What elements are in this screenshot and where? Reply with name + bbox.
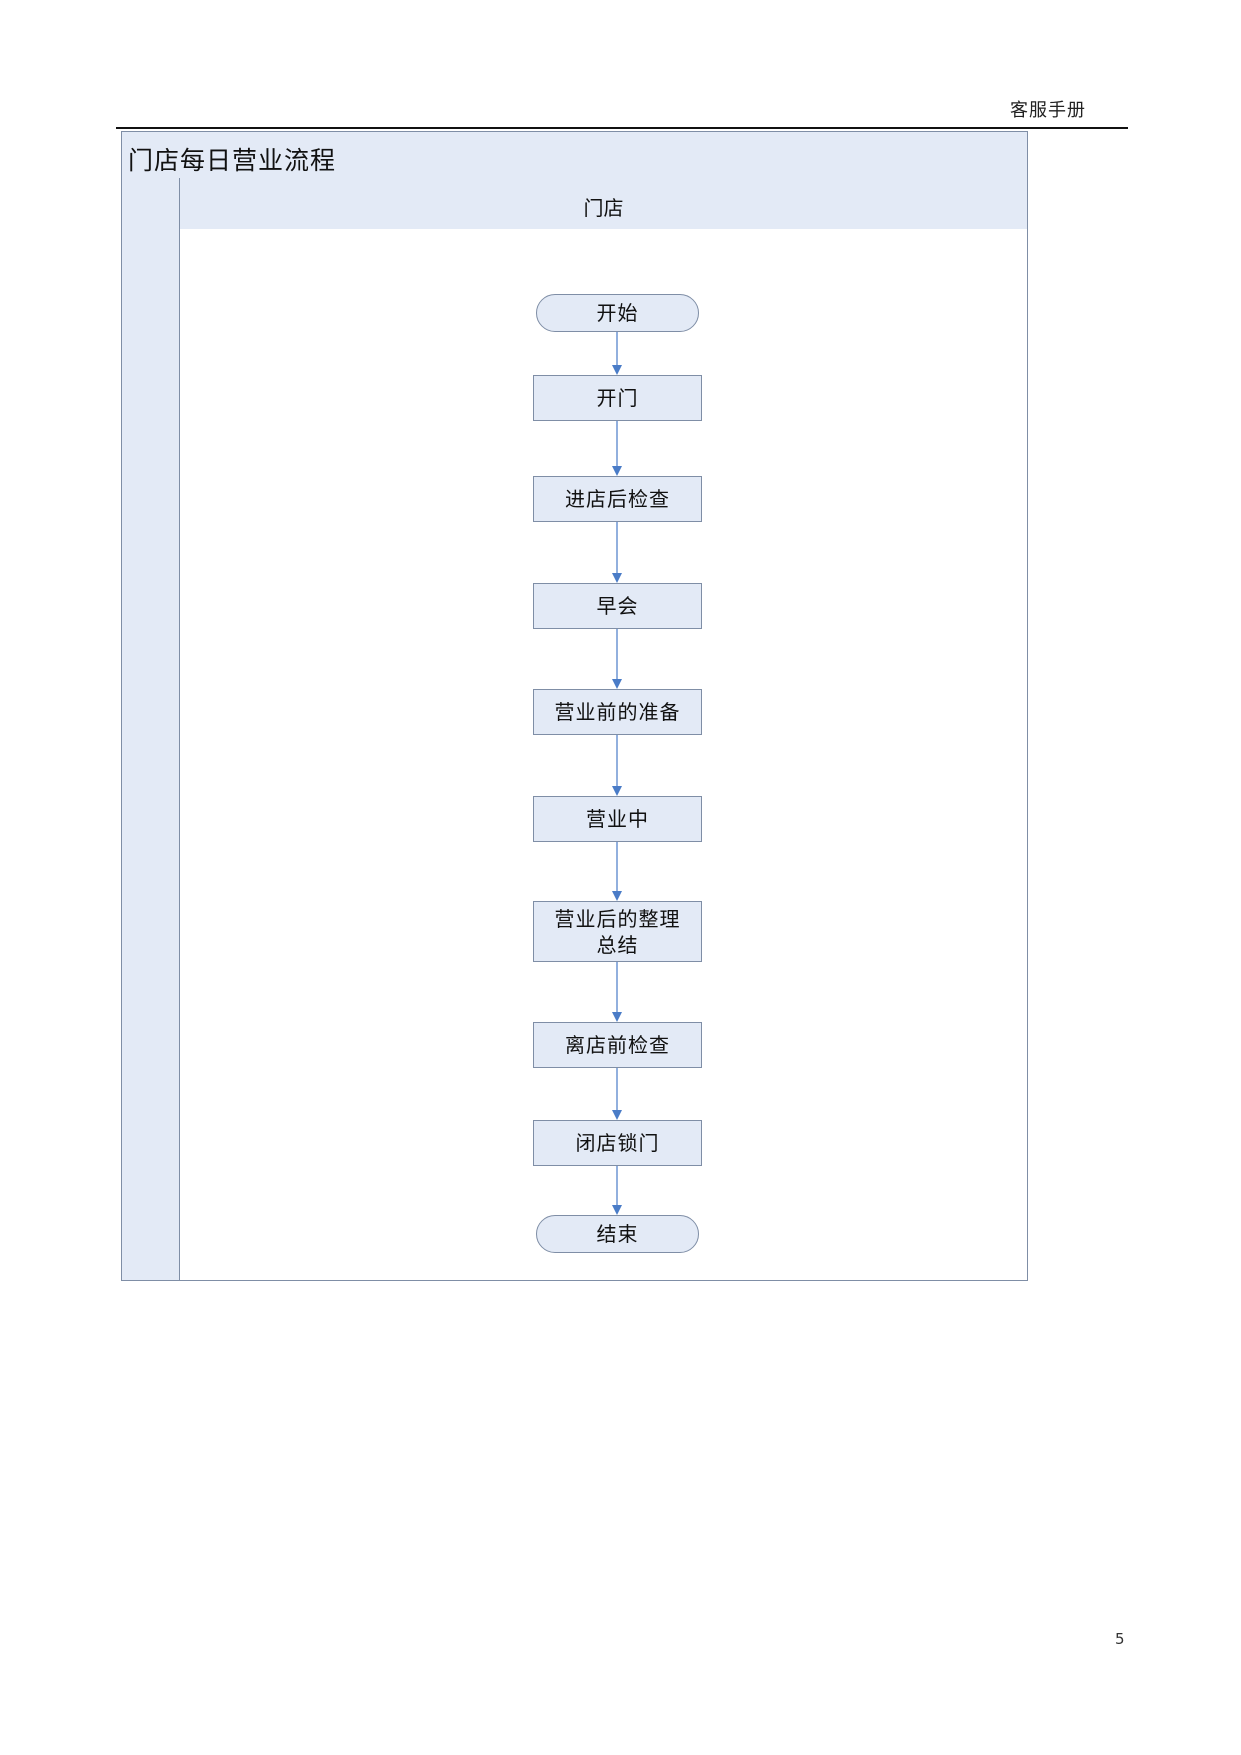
page-header-label: 客服手册 — [1010, 100, 1086, 121]
diagram-title: 门店每日营业流程 — [128, 146, 337, 175]
flow-node-leave-check: 离店前检查 — [533, 1022, 702, 1068]
swimlane-header: 门店 — [179, 178, 1028, 230]
flow-node-in-business: 营业中 — [533, 796, 702, 842]
flow-node-close-lock: 闭店锁门 — [533, 1120, 702, 1166]
flow-node-end: 结束 — [536, 1215, 699, 1253]
page-number: 5 — [1115, 1630, 1125, 1648]
header-rule — [116, 127, 1128, 129]
flow-node-start: 开始 — [536, 294, 699, 332]
diagram-title-band: 门店每日营业流程 — [121, 131, 1028, 179]
flow-node-morning-meeting: 早会 — [533, 583, 702, 629]
flow-node-pre-business-prep: 营业前的准备 — [533, 689, 702, 735]
flow-node-entry-check: 进店后检查 — [533, 476, 702, 522]
swimlane-side-band — [121, 178, 180, 1281]
swimlane-label: 门店 — [583, 196, 624, 220]
flow-node-post-business-summary: 营业后的整理 总结 — [533, 901, 702, 962]
flow-node-open-door: 开门 — [533, 375, 702, 421]
